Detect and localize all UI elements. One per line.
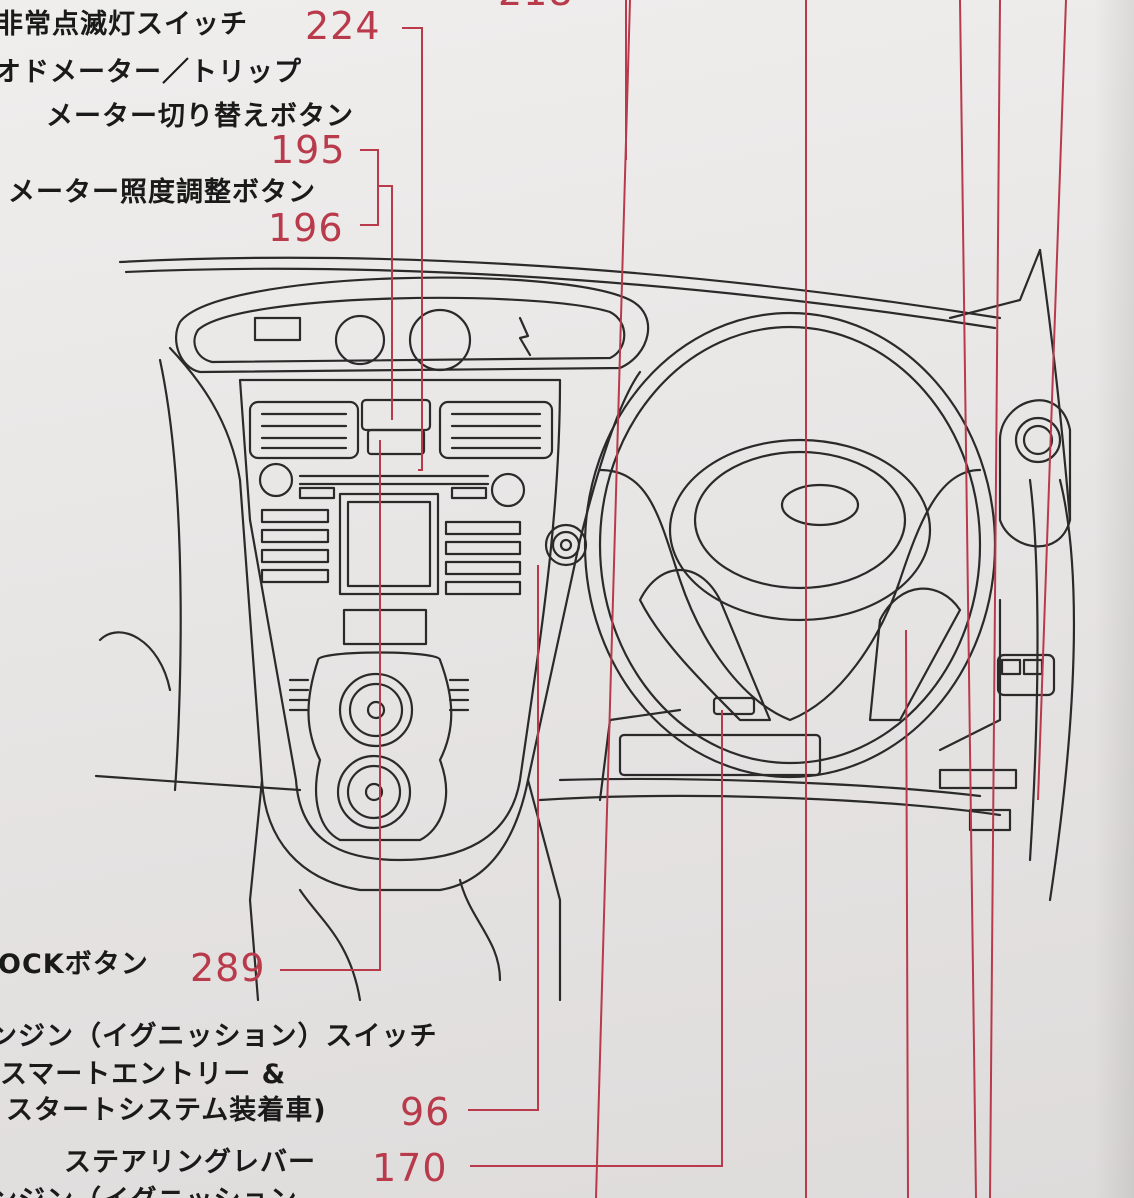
hazard-switch-label: 非常点滅灯スイッチ bbox=[0, 9, 248, 40]
hazard-page-ref: 224 bbox=[305, 4, 381, 48]
meter-page-ref-b: 196 bbox=[268, 206, 344, 250]
engine-switch-label-3: スタートシステム装着車) bbox=[6, 1095, 327, 1126]
engine-switch-label-1: ンジン（イグニッション）スイッチ bbox=[0, 1021, 438, 1052]
meter-brightness-label: メーター照度調整ボタン bbox=[8, 177, 316, 208]
odometer-trip-label-2: メーター切り替えボタン bbox=[46, 101, 354, 132]
engine-switch-label-2: スマートエントリー & bbox=[0, 1059, 287, 1090]
lock-button-label: OCKボタン bbox=[0, 949, 149, 980]
page-edge-shadow bbox=[1094, 0, 1134, 1198]
engine-page-ref: 96 bbox=[400, 1090, 451, 1134]
steering-lever-label: ステアリングレバー bbox=[64, 1147, 316, 1178]
lock-page-ref: 289 bbox=[190, 946, 266, 990]
steering-page-ref: 170 bbox=[372, 1146, 448, 1190]
meter-page-ref-a: 195 bbox=[270, 128, 346, 172]
top-cut-page-ref: 218 bbox=[498, 0, 574, 14]
engine-switch-label-b: ンジン（イグニッション bbox=[0, 1178, 297, 1198]
odometer-trip-label-1: オドメーター／トリップ bbox=[0, 57, 302, 88]
